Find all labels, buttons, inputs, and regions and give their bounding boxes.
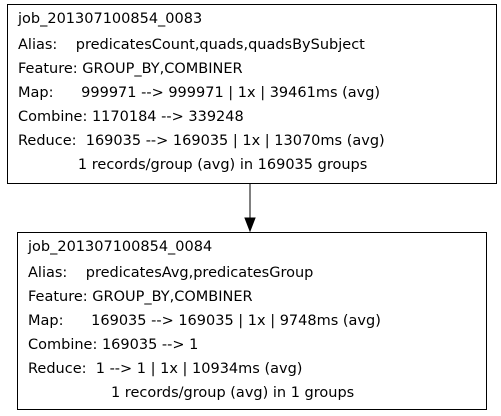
reduce-label: Reduce: 1 --> 1 | 1x | 10934ms (avg) [28, 361, 303, 377]
map-label: Map: 169035 --> 169035 | 1x | 9748ms (av… [28, 313, 381, 329]
job-node-0084: job_201307100854_0084 Alias: predicatesA… [17, 232, 487, 410]
job-id-label: job_201307100854_0083 [18, 11, 203, 27]
map-label: Map: 999971 --> 999971 | 1x | 39461ms (a… [18, 85, 381, 101]
alias-label: Alias: predicatesCount,quads,quadsBySubj… [18, 37, 365, 53]
job-node-0083: job_201307100854_0083 Alias: predicatesC… [7, 4, 497, 184]
job-id-label: job_201307100854_0084 [28, 239, 213, 255]
groups-label: 1 records/group (avg) in 1 groups [28, 385, 355, 401]
combine-label: Combine: 169035 --> 1 [28, 337, 199, 353]
groups-label: 1 records/group (avg) in 169035 groups [18, 157, 368, 173]
alias-label: Alias: predicatesAvg,predicatesGroup [28, 265, 314, 281]
combine-label: Combine: 1170184 --> 339248 [18, 109, 244, 125]
reduce-label: Reduce: 169035 --> 169035 | 1x | 13070ms… [18, 133, 385, 149]
feature-label: Feature: GROUP_BY,COMBINER [28, 289, 253, 305]
feature-label: Feature: GROUP_BY,COMBINER [18, 61, 243, 77]
edge-arrowhead [244, 217, 256, 233]
